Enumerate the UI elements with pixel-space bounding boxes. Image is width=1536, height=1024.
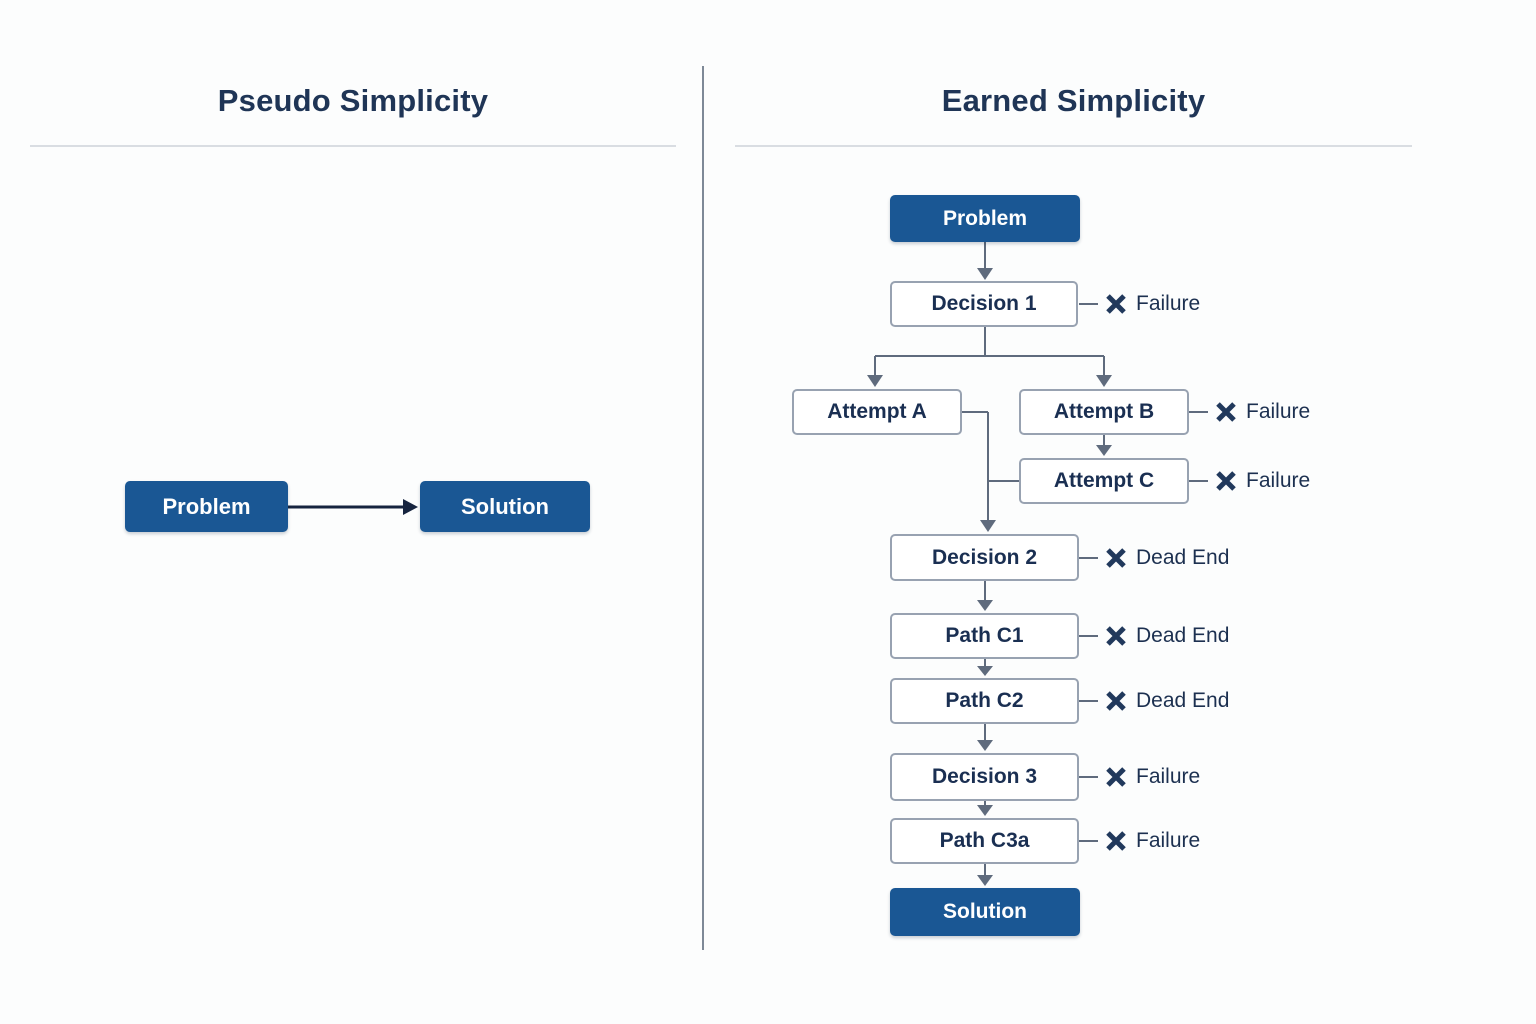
x-icon — [1104, 292, 1128, 316]
annotation-label: Failure — [1136, 292, 1201, 315]
node-decision-2: Decision 2 — [890, 534, 1079, 581]
connector-dash — [1079, 303, 1098, 305]
node-solution-left: Solution — [420, 481, 590, 532]
annotation-label: Failure — [1246, 469, 1311, 492]
x-icon — [1104, 765, 1128, 789]
node-attempt-a: Attempt A — [792, 389, 962, 435]
annotation-path-c2: Dead End — [1079, 687, 1229, 715]
left-title-rule — [30, 145, 676, 147]
connector-dash — [1079, 557, 1098, 559]
annotation-label: Dead End — [1136, 624, 1230, 647]
right-panel-title: Earned Simplicity — [941, 83, 1206, 118]
connector-dash — [1079, 840, 1098, 842]
x-icon — [1214, 400, 1238, 424]
node-solution: Solution — [890, 888, 1080, 936]
node-decision-1: Decision 1 — [890, 281, 1078, 327]
annotation-decision-1: Failure — [1079, 290, 1200, 318]
panel-divider — [702, 66, 704, 950]
annotation-label: Dead End — [1136, 689, 1230, 712]
x-icon — [1104, 546, 1128, 570]
node-attempt-c: Attempt C — [1019, 458, 1189, 504]
connector-dash — [1079, 776, 1098, 778]
annotation-path-c3a: Failure — [1079, 827, 1200, 855]
annotation-path-c1: Dead End — [1079, 622, 1229, 650]
node-attempt-b: Attempt B — [1019, 389, 1189, 435]
annotation-label: Failure — [1246, 400, 1311, 423]
node-path-c1: Path C1 — [890, 613, 1079, 659]
left-panel-title: Pseudo Simplicity — [217, 83, 489, 118]
annotation-label: Failure — [1136, 765, 1201, 788]
node-decision-3: Decision 3 — [890, 753, 1079, 801]
x-icon — [1104, 624, 1128, 648]
annotation-attempt-b: Failure — [1189, 398, 1310, 426]
x-icon — [1214, 469, 1238, 493]
annotation-attempt-c: Failure — [1189, 467, 1310, 495]
annotation-decision-3: Failure — [1079, 763, 1200, 791]
connector-dash — [1079, 635, 1098, 637]
left-arrow — [288, 499, 418, 515]
node-path-c3a: Path C3a — [890, 818, 1079, 864]
node-path-c2: Path C2 — [890, 678, 1079, 724]
x-icon — [1104, 689, 1128, 713]
connector-dash — [1079, 700, 1098, 702]
annotation-label: Failure — [1136, 829, 1201, 852]
annotation-label: Dead End — [1136, 546, 1230, 569]
connector-dash — [1189, 411, 1208, 413]
right-title-rule — [735, 145, 1412, 147]
node-problem-left: Problem — [125, 481, 288, 532]
annotation-decision-2: Dead End — [1079, 544, 1229, 572]
connector-dash — [1189, 480, 1208, 482]
x-icon — [1104, 829, 1128, 853]
node-problem: Problem — [890, 195, 1080, 242]
